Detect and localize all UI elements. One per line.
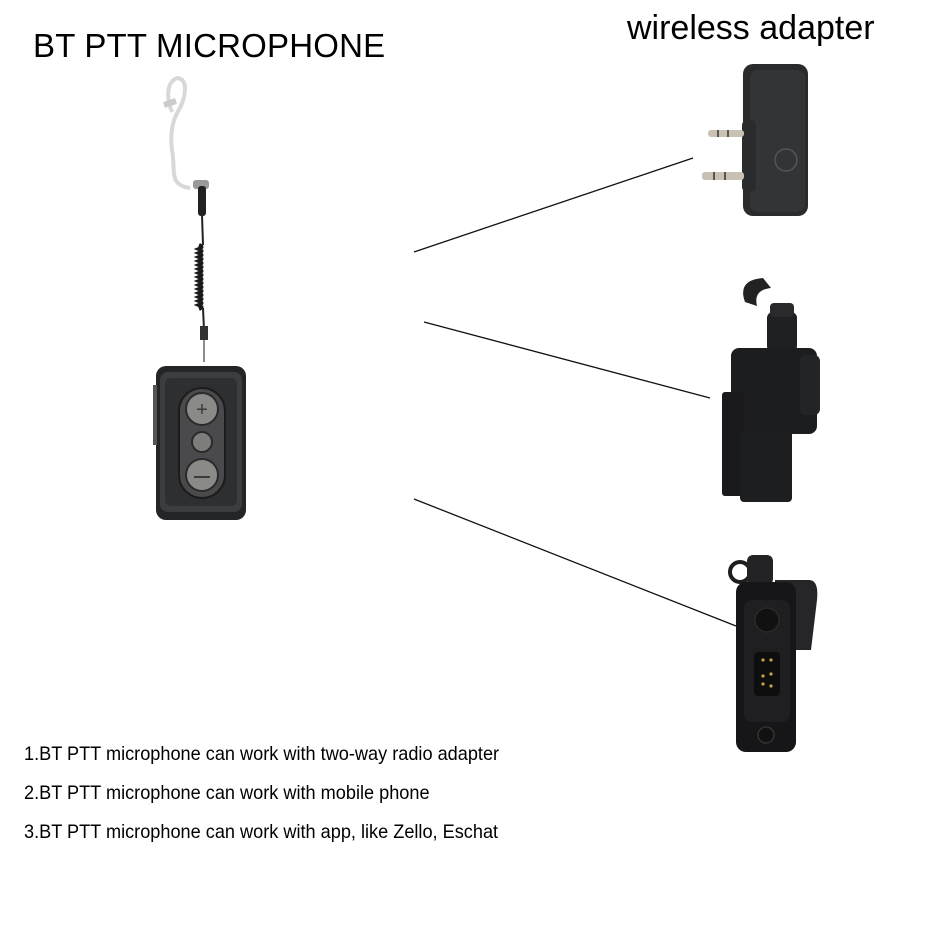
earpiece-cable-icon xyxy=(163,75,209,362)
svg-text:+: + xyxy=(196,399,208,421)
feature-item: 2.BT PTT microphone can work with mobile… xyxy=(24,782,430,804)
volume-down-button xyxy=(185,458,219,492)
feature-item: 3.BT PTT microphone can work with app, l… xyxy=(24,821,499,843)
radio-adapter-multi-pin-icon xyxy=(722,278,820,502)
feature-list: 1.BT PTT microphone can work with two-wa… xyxy=(24,735,535,852)
connector-line-1 xyxy=(413,157,694,253)
connector-lines xyxy=(413,157,737,627)
ptt-button xyxy=(191,431,213,453)
adapter-title: wireless adapter xyxy=(627,9,875,47)
feature-item: 1.BT PTT microphone can work with two-wa… xyxy=(24,743,500,765)
ptt-microphone-device: + xyxy=(153,366,246,520)
wireless-adapter-icon xyxy=(702,64,808,216)
volume-up-button xyxy=(185,392,219,426)
page-title: BT PTT MICROPHONE xyxy=(33,27,386,64)
connector-line-2 xyxy=(423,321,711,399)
connector-line-3 xyxy=(413,498,737,627)
radio-adapter-side-connector-icon xyxy=(728,555,818,752)
